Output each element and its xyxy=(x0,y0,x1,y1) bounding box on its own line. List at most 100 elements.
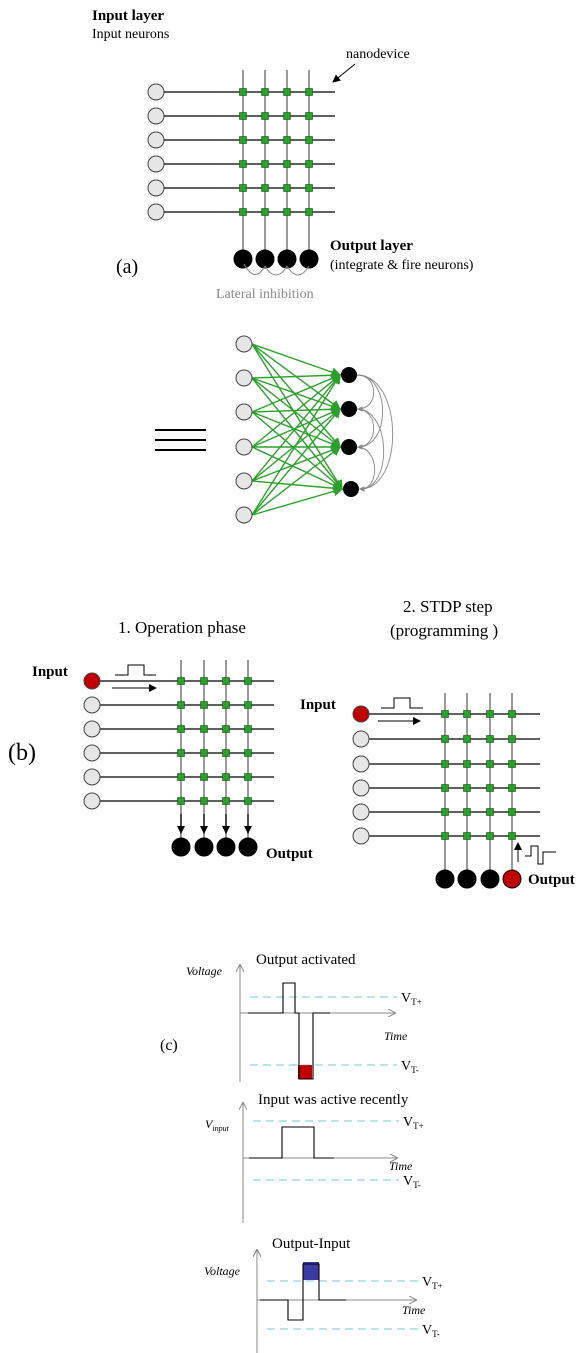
x-axis-label: Time xyxy=(402,1303,426,1317)
nanodevice xyxy=(508,784,516,792)
nanodevice xyxy=(222,797,230,805)
output-current-arrows xyxy=(177,814,252,834)
nanodevice xyxy=(305,112,313,120)
synapse-edge xyxy=(251,373,341,482)
synapse-edge xyxy=(251,411,342,449)
input-neuron xyxy=(235,403,253,421)
nanodevice xyxy=(486,760,494,768)
nanodevice xyxy=(261,184,269,192)
input-neuron xyxy=(83,696,101,714)
synapse-edge xyxy=(251,407,341,516)
input-neuron xyxy=(235,335,253,353)
nanodevice xyxy=(508,735,516,743)
nanodevice xyxy=(200,797,208,805)
inhibition-arc xyxy=(356,408,385,492)
threshold-negative-label: VT- xyxy=(403,1174,421,1190)
nanodevice xyxy=(305,136,313,144)
output-neuron xyxy=(341,439,357,455)
nanodevice xyxy=(305,208,313,216)
nanodevice xyxy=(261,136,269,144)
nanodevice xyxy=(463,784,471,792)
synapse-edge xyxy=(251,446,344,490)
nanodevice xyxy=(200,773,208,781)
nanodevice xyxy=(244,773,252,781)
output-neuron xyxy=(343,481,359,497)
threshold-exceed-region xyxy=(303,1262,319,1280)
input-neuron xyxy=(147,83,165,101)
nanodevice xyxy=(239,136,247,144)
nanodevice xyxy=(305,184,313,192)
output-neuron xyxy=(216,837,236,857)
synapse-edge xyxy=(251,373,341,516)
output-neuron xyxy=(194,837,214,857)
nanodevice xyxy=(200,725,208,733)
output-neuron xyxy=(277,249,297,269)
y-axis-label: Voltage xyxy=(186,964,223,978)
synapse-edge xyxy=(251,480,344,494)
threshold-negative-label: VT- xyxy=(422,1323,440,1339)
input-neuron xyxy=(352,705,370,723)
input-layer-subtitle: Input neurons xyxy=(92,27,169,42)
nanodevice xyxy=(222,701,230,709)
nanodevice xyxy=(177,701,185,709)
input-neuron xyxy=(147,203,165,221)
nanodevice xyxy=(177,773,185,781)
nanodevice xyxy=(486,710,494,718)
output-neuron xyxy=(480,869,500,889)
input-pulse-stdp xyxy=(381,697,423,709)
nanodevice xyxy=(177,725,185,733)
nanodevice xyxy=(486,784,494,792)
stdp-step-subtitle: (programming ) xyxy=(390,621,498,640)
output-neuron xyxy=(238,837,258,857)
nanodevice xyxy=(239,112,247,120)
nanodevice xyxy=(200,677,208,685)
output-neuron xyxy=(435,869,455,889)
panel-a-label: (a) xyxy=(116,256,138,278)
crossbar-stdp xyxy=(352,693,540,889)
input-neuron xyxy=(83,792,101,810)
input-neuron xyxy=(352,779,370,797)
input-neuron xyxy=(83,672,101,690)
threshold-positive-label: VT+ xyxy=(422,1275,443,1291)
input-neuron xyxy=(352,755,370,773)
output-neuron xyxy=(341,401,357,417)
nanodevice xyxy=(261,208,269,216)
nanodevice xyxy=(508,710,516,718)
input-label-op: Input xyxy=(32,664,68,680)
nanodevice xyxy=(441,808,449,816)
nanodevice xyxy=(222,749,230,757)
nanodevice xyxy=(486,808,494,816)
output-neuron xyxy=(171,837,191,857)
fully-connected-graph xyxy=(235,335,394,524)
nanodevice xyxy=(463,760,471,768)
plot-title: Output-Input xyxy=(272,1236,351,1252)
lateral-inhibition-arrows xyxy=(243,263,310,276)
input-neuron xyxy=(235,472,253,490)
output-neuron xyxy=(457,869,477,889)
inhibition-arc xyxy=(356,374,384,450)
input-neuron xyxy=(352,730,370,748)
output-label-stdp: Output xyxy=(528,872,575,888)
threshold-negative-sub: T- xyxy=(411,1065,419,1075)
nanodevice xyxy=(441,735,449,743)
output-neuron xyxy=(255,249,275,269)
input-neuron xyxy=(147,179,165,197)
voltage-plot: Input was active recentlyVinputTimeVT+VT… xyxy=(205,1092,424,1223)
threshold-negative-sub: T- xyxy=(432,1329,440,1339)
stdp-step-title: 2. STDP step xyxy=(403,597,493,616)
operation-phase-title: 1. Operation phase xyxy=(118,618,246,637)
input-neuron xyxy=(235,438,253,456)
inhibition-arc xyxy=(356,374,394,492)
nanodevice xyxy=(200,701,208,709)
output-neuron xyxy=(502,869,522,889)
threshold-negative-label: VT- xyxy=(401,1059,419,1075)
nanodevice xyxy=(305,160,313,168)
nanodevice xyxy=(239,184,247,192)
nanodevice xyxy=(244,701,252,709)
panel-c: (c) Output activatedVoltageTimeVT+VT-Inp… xyxy=(160,952,443,1353)
nanodevice xyxy=(441,832,449,840)
nanodevice xyxy=(239,160,247,168)
input-neuron xyxy=(147,107,165,125)
input-neuron xyxy=(235,369,253,387)
